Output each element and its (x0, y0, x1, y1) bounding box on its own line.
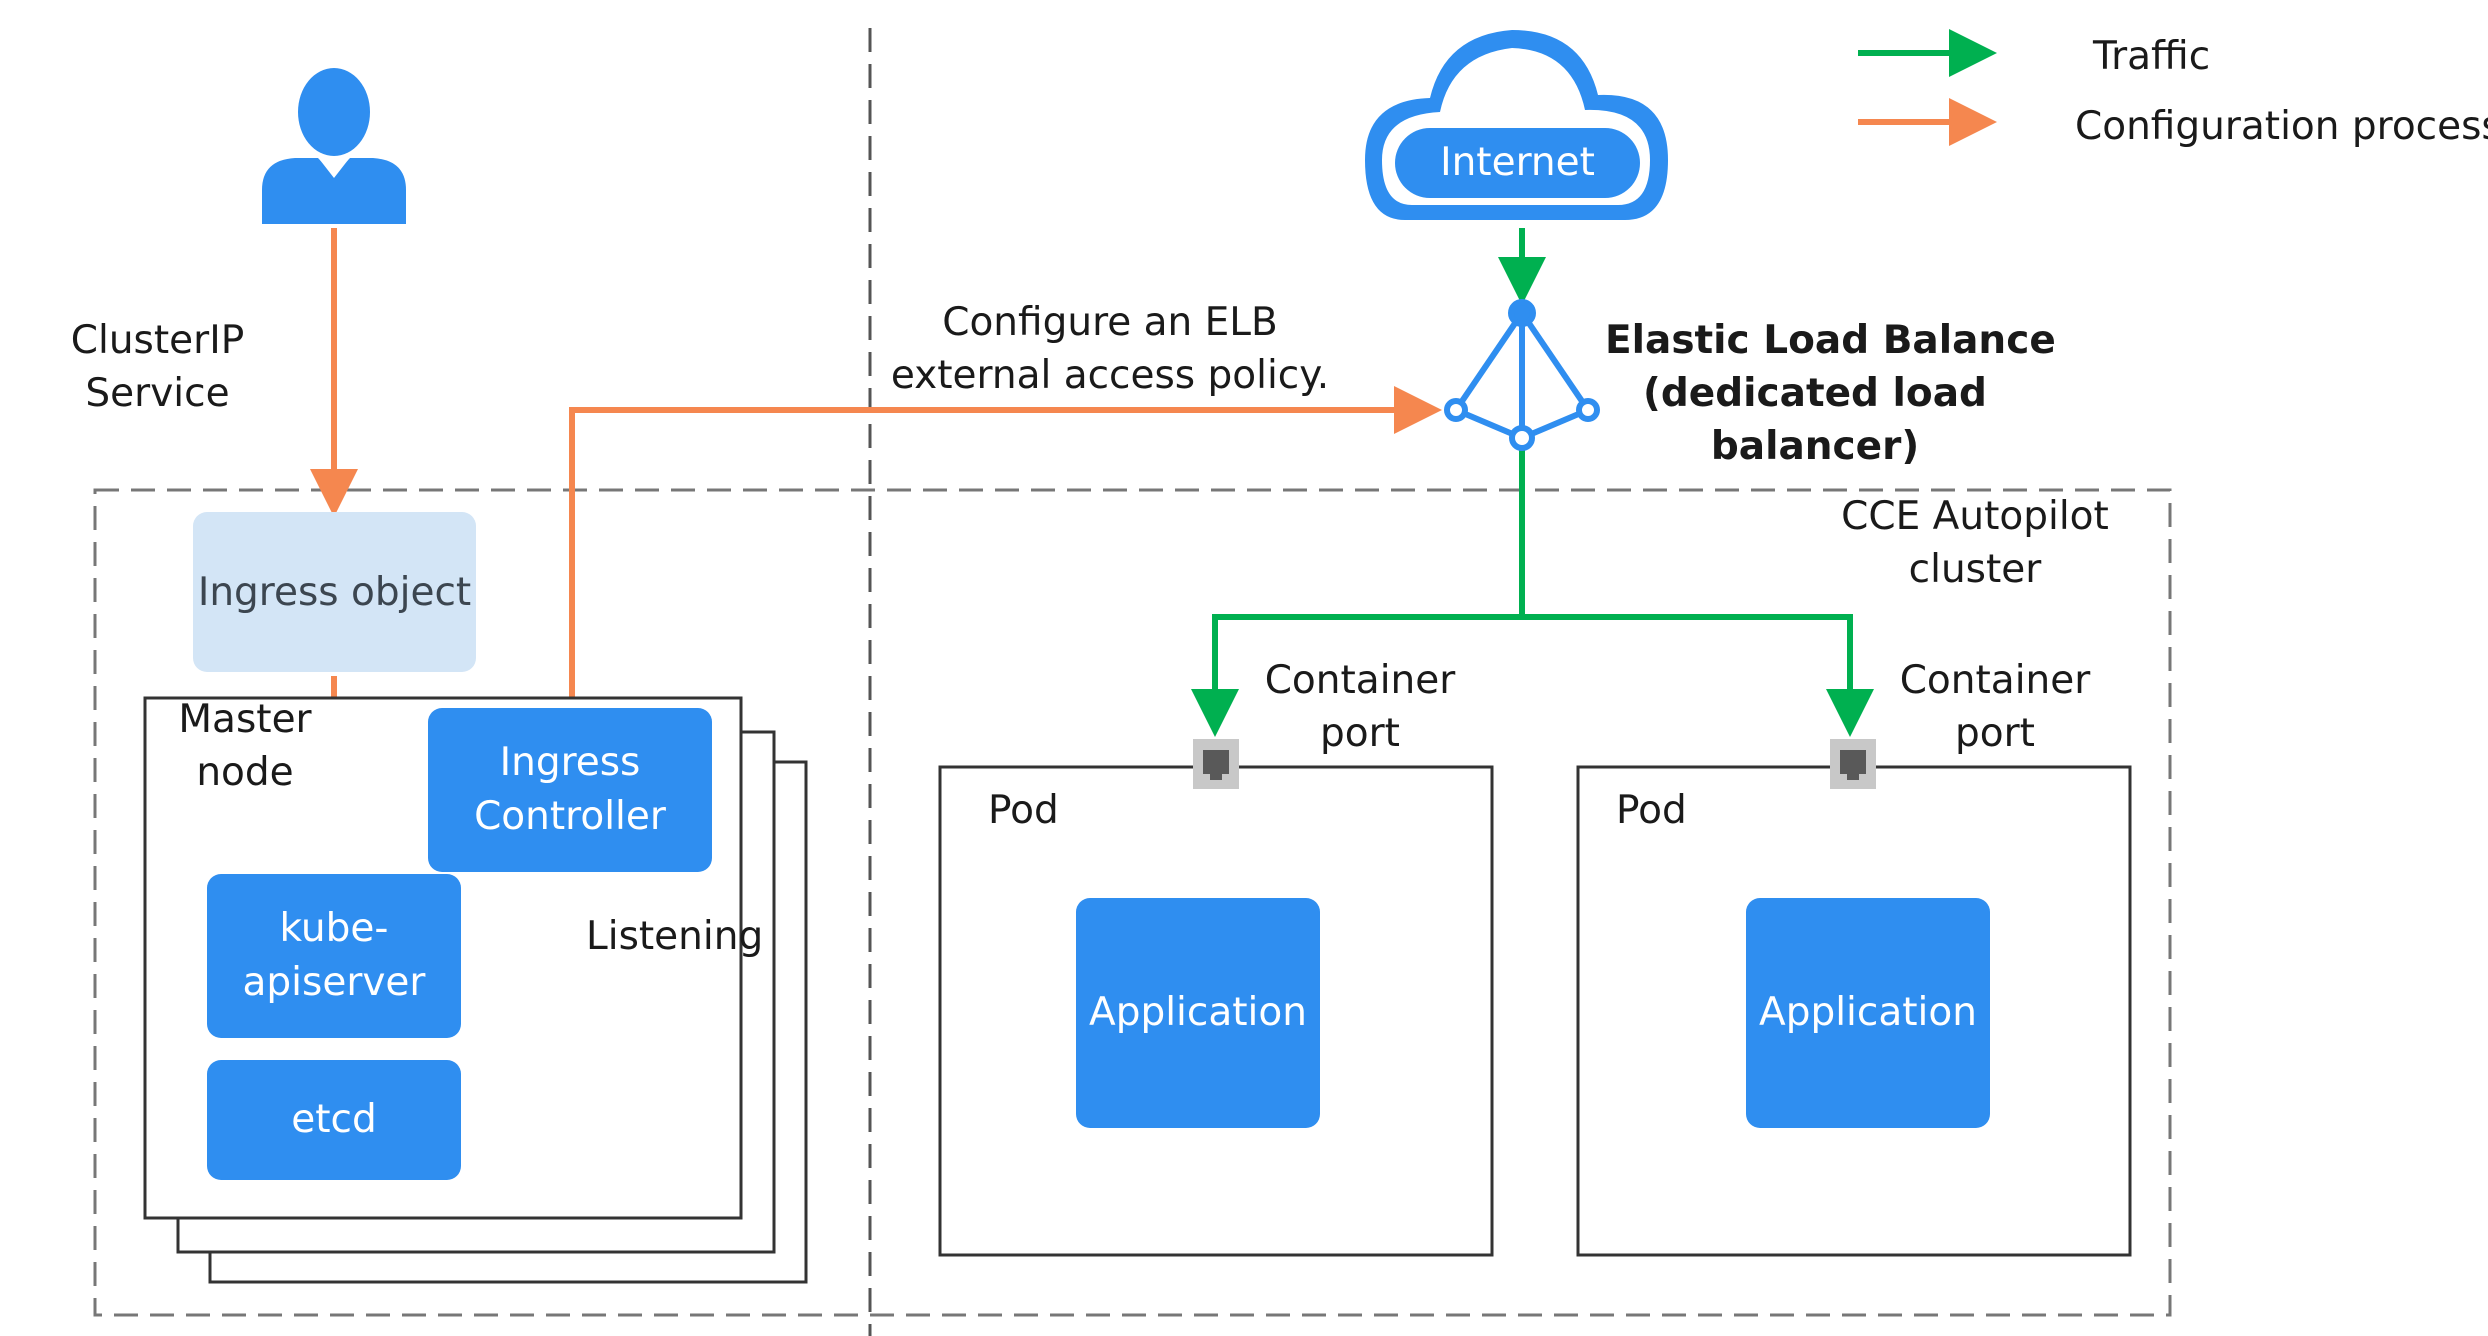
legend-config-label: Configuration process (2075, 104, 2488, 149)
cloud-icon (1365, 30, 1668, 220)
container-port-label-2b: port (1955, 711, 2035, 756)
elb-label-2: (dedicated load (1643, 371, 1987, 416)
flow-elb-to-pods (1191, 440, 1525, 737)
listening-label: Listening (586, 914, 764, 959)
clusterip-label-2: Service (85, 371, 230, 416)
port-icon (1193, 739, 1239, 789)
etcd-box: etcd (207, 1060, 461, 1180)
flow-configure-elb (569, 386, 1442, 709)
elb-label-1: Elastic Load Balance (1605, 318, 2056, 363)
container-port-label-2a: Container (1899, 658, 2091, 703)
application-box-1: Application (1076, 898, 1320, 1128)
clusterip-label-1: ClusterIP (70, 318, 245, 363)
kube-apiserver-box: kube- apiserver (207, 874, 461, 1038)
flow-elb-to-pod2 (1522, 614, 1874, 737)
configure-elb-label-1: Configure an ELB (942, 300, 1278, 345)
user-icon (262, 68, 406, 224)
pod-label-2: Pod (1616, 788, 1687, 833)
master-node-label-1: Master (178, 697, 312, 742)
cluster-boundary (93, 488, 2172, 1317)
cce-cluster-label-2: cluster (1908, 547, 2042, 592)
container-port-label-1b: port (1320, 711, 1400, 756)
configure-elb-label-2: external access policy. (890, 353, 1330, 398)
application-box-2: Application (1746, 898, 1990, 1128)
cce-cluster-label-1: CCE Autopilot (1841, 494, 2109, 539)
pod-label-1: Pod (988, 788, 1059, 833)
load-balancer-icon (1444, 299, 1600, 451)
legend-traffic-label: Traffic (2093, 34, 2211, 79)
master-node-label-2: node (196, 750, 294, 795)
elb-label-3: balancer) (1710, 424, 1920, 469)
container-port-label-1a: Container (1264, 658, 1456, 703)
ingress-object-box: Ingress object (193, 512, 476, 672)
ingress-controller-box: Ingress Controller (428, 708, 712, 872)
internet-label: Internet (1440, 140, 1595, 185)
port-icon (1830, 739, 1876, 789)
